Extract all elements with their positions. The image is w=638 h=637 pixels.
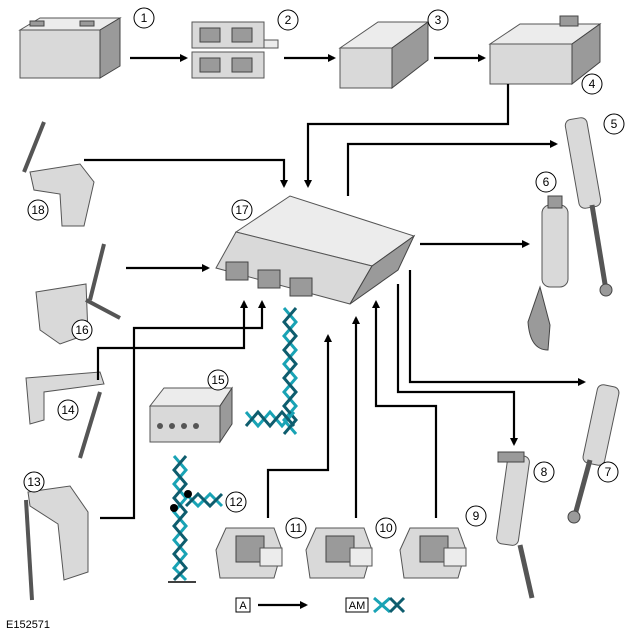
rear-damper-component xyxy=(496,451,535,599)
legend-can-symbol xyxy=(373,596,391,614)
diagnostic-connector-component xyxy=(148,386,233,444)
accelerometer-9-component xyxy=(399,527,467,579)
height-sensor-18-component xyxy=(22,121,95,227)
callout-17: 17 xyxy=(231,199,253,221)
svg-text:2: 2 xyxy=(285,13,292,27)
svg-text:10: 10 xyxy=(379,521,393,535)
svg-text:18: 18 xyxy=(31,203,45,217)
svg-text:17: 17 xyxy=(235,203,249,217)
figure-id: E152571 xyxy=(6,619,50,631)
callout-1: 1 xyxy=(133,7,155,29)
accelerometer-11-component xyxy=(215,527,283,579)
can-bus-wiring xyxy=(168,307,298,583)
height-sensor-13-component xyxy=(24,485,89,601)
fuse-box-component xyxy=(191,21,279,79)
callout-14: 14 xyxy=(57,399,79,421)
callout-18: 18 xyxy=(27,199,49,221)
svg-text:13: 13 xyxy=(27,475,41,489)
callout-11: 11 xyxy=(285,517,307,539)
callout-13: 13 xyxy=(23,471,45,493)
rear-air-spring-component xyxy=(567,384,620,524)
svg-text:15: 15 xyxy=(211,373,225,387)
svg-text:4: 4 xyxy=(589,77,596,91)
callout-16: 16 xyxy=(71,319,93,341)
hardwired-connections xyxy=(84,54,586,520)
callout-6: 6 xyxy=(535,171,557,193)
accelerometer-10-component xyxy=(305,527,373,579)
callout-10: 10 xyxy=(375,517,397,539)
svg-text:16: 16 xyxy=(75,323,89,337)
callout-3: 3 xyxy=(427,9,449,31)
svg-text:9: 9 xyxy=(473,509,480,523)
legend-can-label: AM xyxy=(349,600,366,612)
svg-text:7: 7 xyxy=(605,465,612,479)
svg-text:3: 3 xyxy=(435,13,442,27)
svg-text:6: 6 xyxy=(543,175,550,189)
callout-12: 12 xyxy=(225,491,247,513)
suspension-control-module-component xyxy=(215,195,416,305)
callout-5: 5 xyxy=(603,113,625,135)
callout-8: 8 xyxy=(533,461,555,483)
battery-component xyxy=(18,17,122,79)
svg-text:5: 5 xyxy=(611,117,618,131)
callout-9: 9 xyxy=(465,505,487,527)
front-damper-component xyxy=(527,195,569,351)
gateway-module-component xyxy=(338,21,430,90)
callout-15: 15 xyxy=(207,369,229,391)
air-supply-unit-component xyxy=(488,15,602,86)
svg-text:11: 11 xyxy=(290,521,303,535)
callout-4: 4 xyxy=(581,73,603,95)
callout-2: 2 xyxy=(277,9,299,31)
height-sensor-14-component xyxy=(25,371,105,459)
front-air-spring-damper-component xyxy=(564,117,613,297)
svg-text:12: 12 xyxy=(229,495,243,509)
svg-text:1: 1 xyxy=(141,11,148,25)
svg-text:14: 14 xyxy=(61,403,75,417)
legend-hardwired-label: A xyxy=(239,600,247,612)
svg-text:8: 8 xyxy=(541,465,548,479)
legend: A AM xyxy=(235,596,406,614)
callout-7: 7 xyxy=(597,461,619,483)
